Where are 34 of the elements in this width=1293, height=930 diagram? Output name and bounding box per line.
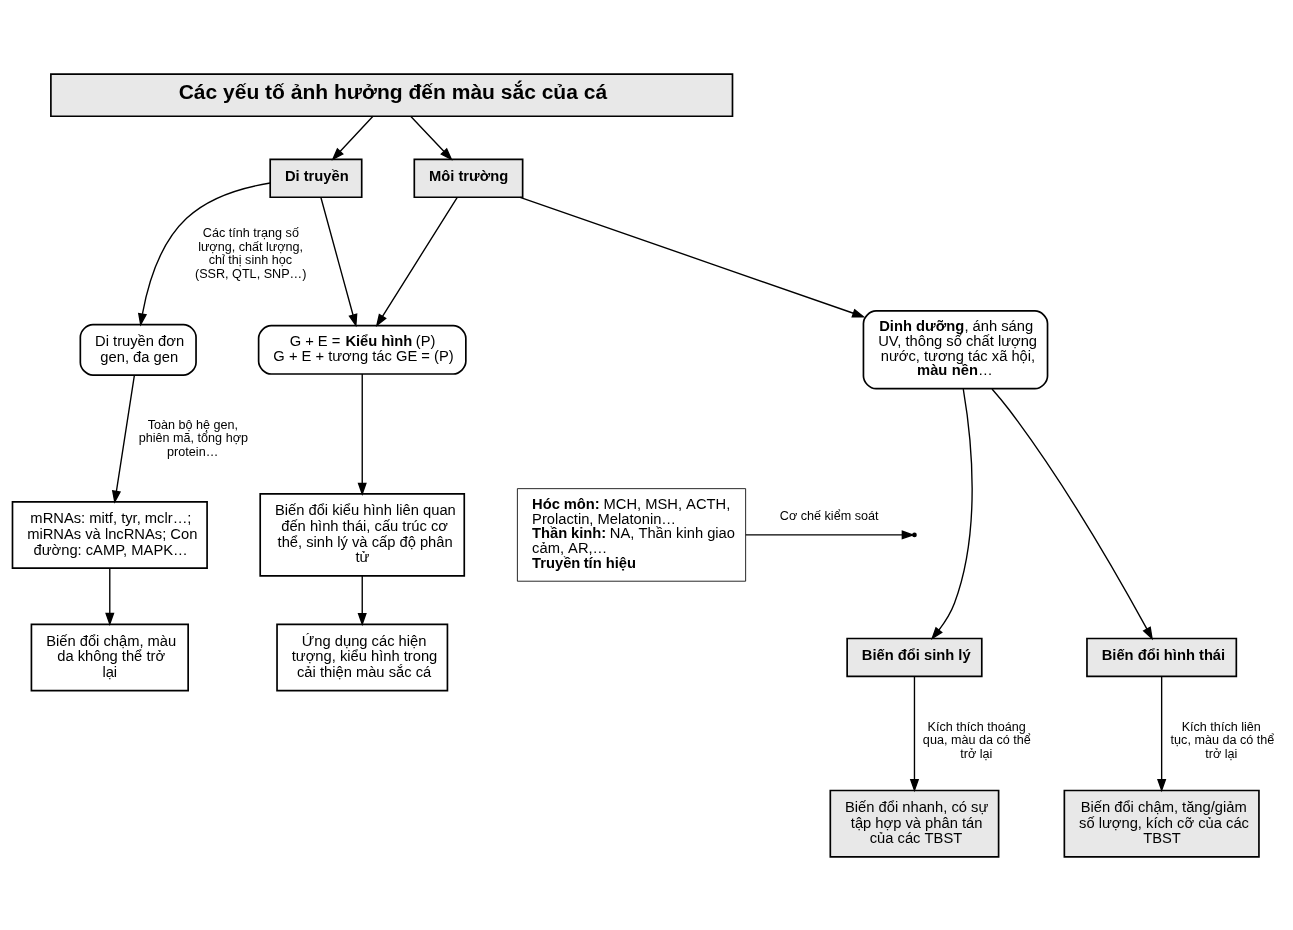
arrow bbox=[519, 196, 866, 317]
node-box: Biến đổi sinh lý bbox=[846, 637, 983, 677]
node-box: G + E = Kiểu hình (P) G + E + tương tác GE = (P) bbox=[257, 324, 467, 375]
node-box: mRNAs: mitf, tyr, mclr…; miRNAs và lncRNAs; Con đường: cAMP, MAPK… bbox=[11, 500, 208, 569]
edge-label: Kích thích liên tục, màu da có thể trở lại bbox=[1170, 719, 1275, 761]
node-box: Các yếu tố ảnh hưởng đến màu sắc của cá bbox=[50, 72, 734, 117]
arrow bbox=[357, 372, 367, 496]
arrow bbox=[375, 196, 458, 327]
arrow bbox=[137, 181, 271, 327]
arrow bbox=[111, 373, 136, 504]
arrow bbox=[357, 574, 367, 626]
edge-label: Các tính trạng số lượng, chất lượng, chỉ thị sinh học (SSR, QTL, SNP…) bbox=[194, 225, 307, 281]
node-box: Môi trường bbox=[413, 158, 524, 198]
node-box: Biến đổi chậm, tăng/giảm số lượng, kích cỡ của các TBST bbox=[1063, 789, 1260, 858]
arrow bbox=[1157, 675, 1167, 792]
node-box: Biến đổi kiểu hình liên quan đến hình thái, cấu trúc cơ thể, sinh lý và cấp độ phân tử bbox=[259, 492, 466, 577]
arrow bbox=[991, 387, 1153, 640]
node-box: Biến đổi hình thái bbox=[1086, 637, 1238, 677]
edge-label: Cơ chế kiểm soát bbox=[779, 508, 879, 523]
node-box: Hóc môn: MCH, MSH, ACTH, Prolactin, Melatonin… Thần kinh: NA, Thần kinh giao cảm, AR,… Truyền tín hiệu bbox=[516, 487, 747, 582]
node-box: Di truyền đơn gen, đa gen bbox=[79, 323, 197, 376]
arrow bbox=[105, 567, 115, 626]
node-box: Biến đổi chậm, màu da không thể trở lại bbox=[30, 623, 189, 691]
edge-label: Kích thích thoáng qua, màu da có thể trở lại bbox=[922, 719, 1031, 761]
arrow bbox=[331, 115, 374, 161]
node-box: Biến đổi nhanh, có sự tập hợp và phân tán của các TBST bbox=[829, 789, 1000, 858]
arrow bbox=[930, 387, 973, 640]
arrow bbox=[909, 675, 920, 792]
node-box: Di truyền bbox=[269, 158, 363, 198]
edge-label: Toàn bộ hệ gen, phiên mã, tổng hợp protein… bbox=[138, 417, 248, 459]
node-box: Dinh dưỡng, ánh sáng UV, thông số chất lượng nước, tương tác xã hội, màu nền… bbox=[862, 309, 1049, 390]
node-box: Ứng dụng các hiện tượng, kiểu hình trong cải thiện màu sắc cá bbox=[276, 623, 449, 691]
arrow bbox=[409, 115, 453, 161]
arrow bbox=[320, 196, 358, 327]
